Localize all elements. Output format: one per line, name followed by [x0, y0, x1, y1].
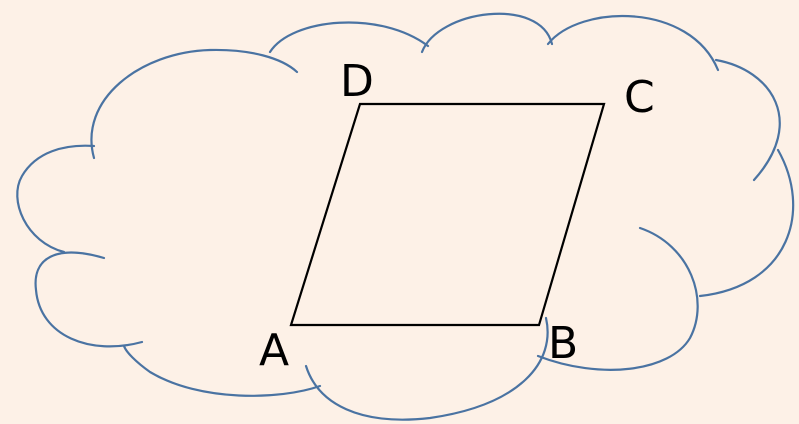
cloud-arc-bottom-left	[122, 344, 322, 397]
cloud-arc-bottom-middle	[304, 316, 549, 421]
cloud-arc-top-center	[420, 12, 554, 54]
vertex-label-d: D	[340, 56, 374, 107]
vertex-label-a: A	[259, 325, 289, 376]
vertex-label-b: B	[548, 318, 578, 369]
cloud-arc-left-upper	[16, 144, 96, 254]
cloud-arc-left-lower	[34, 251, 144, 348]
cloud-arc-top-right	[546, 14, 720, 72]
cloud-arc-lower-right	[536, 226, 699, 371]
cloud-arc-right-upper	[714, 58, 781, 182]
cloud-arc-top-middle	[268, 21, 430, 54]
vertex-label-c: C	[624, 72, 655, 123]
cloud-outline	[16, 12, 795, 421]
cloud-arc-right-lower	[698, 148, 795, 298]
parallelogram-abcd	[289, 102, 606, 327]
cloud-arc-top-left	[90, 48, 299, 160]
